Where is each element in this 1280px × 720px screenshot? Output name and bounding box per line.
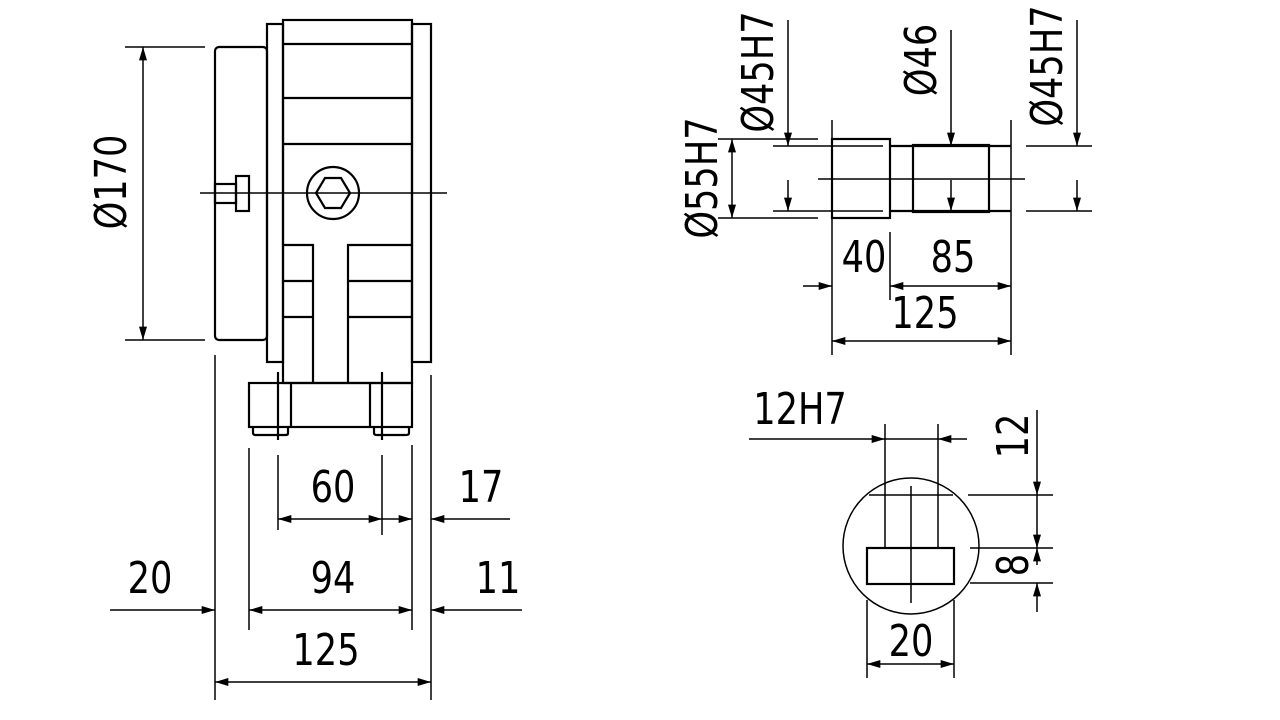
dim-20: 20 xyxy=(128,553,173,604)
section-view: 12H7 12 8 20 xyxy=(749,384,1053,678)
front-view: Ø170 60 17 20 94 11 125 xyxy=(86,18,522,700)
key-slot xyxy=(865,546,956,586)
dim-bore-55h7: Ø55H7 xyxy=(677,117,728,238)
dim-8: 8 xyxy=(988,554,1039,576)
dim-125: 125 xyxy=(292,625,359,676)
dim-shaft-45h7-left: Ø45H7 xyxy=(733,11,784,132)
dim-diameter-170: Ø170 xyxy=(86,135,137,230)
dim-17: 17 xyxy=(459,462,504,513)
shaft-view: Ø55H7 Ø45H7 Ø46 Ø45H7 40 85 125 xyxy=(677,5,1092,355)
base xyxy=(247,381,414,429)
dim-12: 12 xyxy=(988,414,1039,459)
dim-85: 85 xyxy=(931,232,976,283)
foot-left xyxy=(251,427,290,437)
dim-12h7: 12H7 xyxy=(753,384,847,435)
dim-section-20: 20 xyxy=(889,616,934,667)
dim-11: 11 xyxy=(476,553,521,604)
foot-right xyxy=(372,427,411,437)
dim-94: 94 xyxy=(311,553,356,604)
shaft-section-circle xyxy=(842,477,980,615)
dim-60: 60 xyxy=(311,462,356,513)
dim-shaft-45h7-right: Ø45H7 xyxy=(1022,5,1073,126)
dim-shaft-125: 125 xyxy=(891,288,958,339)
dim-40: 40 xyxy=(842,232,887,283)
dim-46: Ø46 xyxy=(896,24,947,96)
knob xyxy=(234,174,251,213)
